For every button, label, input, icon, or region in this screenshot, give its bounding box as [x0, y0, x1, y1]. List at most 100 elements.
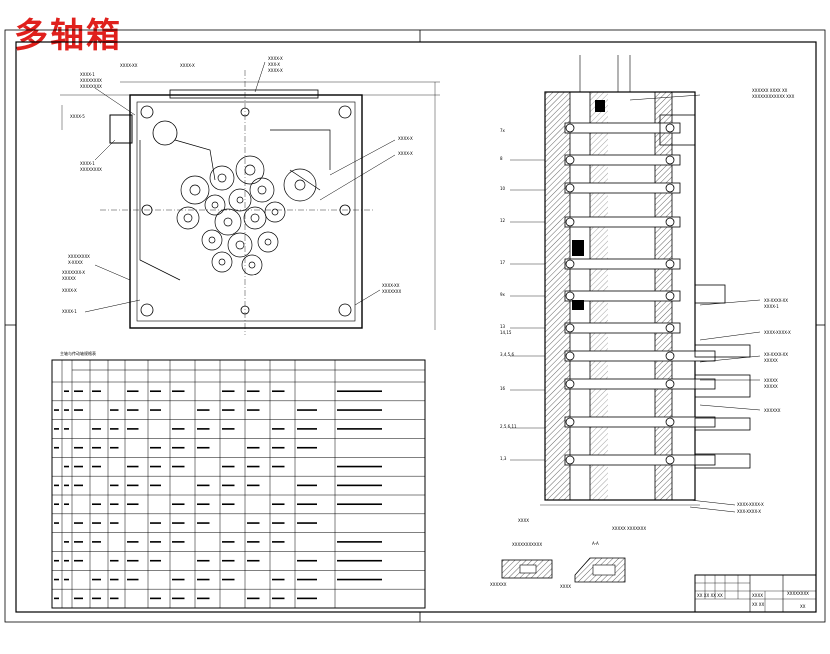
svg-text:XX XX XX XX: XX XX XX XX: [697, 593, 723, 598]
table-cell-text: [297, 597, 317, 600]
table-cell-text: [337, 559, 382, 562]
table-cell-text: [64, 559, 69, 562]
section-view: 7x 8 10 12 17 9x 13 14,15 3,4,5,6 16 2,5…: [500, 55, 795, 531]
table-cell-text: [54, 409, 59, 411]
table-cell-text: [172, 390, 185, 393]
shaft-end: [565, 455, 575, 465]
table-cell-text: [172, 597, 185, 600]
table-cell-text: [337, 541, 382, 543]
svg-text:XXXXXX: XXXXXX: [764, 408, 781, 413]
shaft-end: [565, 351, 575, 361]
svg-text:XXXXXX: XXXXXX: [490, 582, 507, 587]
table-cell-text: [150, 522, 161, 524]
svg-text:XXXXXX XXXX XX: XXXXXX XXXX XX: [752, 88, 788, 93]
table-cell-text: [337, 578, 382, 581]
title-block: XXXXXXXX XX XX XX XX XX XXXX XX XX: [694, 574, 817, 613]
table-cell-text: [110, 428, 119, 430]
svg-text:XXXX-X: XXXX-X: [398, 151, 413, 156]
svg-text:XXXXX: XXXXX: [764, 378, 778, 383]
table-cell-text: [92, 390, 101, 393]
svg-text:XX-XXXX-XX: XX-XXXX-XX: [764, 352, 788, 357]
table-cell-text: [150, 446, 161, 449]
table-cell-text: [150, 484, 161, 487]
front-view: XXXX-1 XXXXXXXX XXXXXXXX XXXX-5 XXXX-1 X…: [60, 56, 440, 335]
table-cell-text: [127, 503, 139, 506]
table-cell-text: [172, 465, 185, 468]
table-cell-text: [54, 597, 59, 600]
table-cell-text: [64, 428, 69, 430]
table-cell-text: [92, 446, 101, 449]
outer-border: [4, 29, 826, 623]
svg-text:X-XXXX: X-XXXX: [68, 260, 83, 265]
table-cell-text: [64, 409, 69, 411]
table-cell-text: [297, 484, 317, 487]
table-caption: 主轴与传动轴规格表: [60, 350, 96, 356]
shaft-end: [565, 123, 575, 133]
shaft: [564, 258, 681, 270]
table-cell-text: [247, 484, 260, 487]
svg-text:XXXXXXXX: XXXXXXXX: [68, 254, 90, 259]
table-cell-text: [337, 484, 382, 487]
drawing-title: 多轴箱: [14, 16, 122, 56]
svg-text:XXXXXXXX: XXXXXXXX: [787, 591, 809, 596]
table-cell-text: [272, 465, 285, 468]
detail-views: XXXXXXXXXXX A-A XXXXXX XXXX: [490, 541, 626, 589]
table-cell-text: [150, 390, 161, 393]
table-cell-text: [197, 409, 210, 411]
table-cell-text: [197, 522, 210, 524]
table-cell-text: [272, 597, 285, 600]
svg-text:XXXX-XXXX-X: XXXX-XXXX-X: [764, 330, 791, 335]
shaft-end: [665, 291, 675, 301]
shaft: [564, 454, 716, 466]
shaft-end: [665, 217, 675, 227]
table-cell-text: [247, 597, 260, 600]
table-cell-text: [64, 484, 69, 487]
svg-text:17: 17: [500, 260, 506, 265]
table-cell-text: [172, 522, 185, 524]
table-cell-text: [127, 578, 139, 581]
svg-text:XXXXXXX: XXXXXXX: [382, 289, 401, 294]
svg-text:XXXX-1: XXXX-1: [764, 304, 779, 309]
svg-text:3,4,5,6: 3,4,5,6: [500, 352, 514, 357]
svg-text:XXXX: XXXX: [752, 593, 763, 598]
svg-text:XXXX: XXXX: [518, 518, 529, 523]
table-cell-text: [127, 428, 139, 430]
table-cell-text: [150, 409, 161, 411]
svg-text:XXXXXXXXXXXX XXX: XXXXXXXXXXXX XXX: [752, 94, 795, 99]
shaft-end: [665, 379, 675, 389]
table-cell-text: [247, 559, 260, 562]
table-cell-text: [92, 578, 101, 581]
table-cell-text: [222, 409, 235, 411]
svg-text:XXXX-X: XXXX-X: [180, 63, 195, 68]
table-cell-text: [54, 522, 59, 524]
table-cell-text: [247, 541, 260, 543]
table-cell-text: [64, 503, 69, 506]
table-cell-text: [64, 390, 69, 393]
table-cell-text: [127, 559, 139, 562]
table-cell-text: [222, 390, 235, 393]
svg-text:XXX-X: XXX-X: [268, 62, 280, 67]
svg-text:XXXX-X: XXXX-X: [268, 56, 283, 61]
svg-text:XXXXX: XXXXX: [764, 358, 778, 363]
table-cell-text: [272, 578, 285, 581]
table-cell-text: [272, 446, 285, 449]
table-cell-text: [54, 559, 59, 562]
shaft-end: [665, 155, 675, 165]
table-cell-text: [74, 597, 83, 600]
shaft-end: [565, 183, 575, 193]
table-cell-text: [110, 559, 119, 562]
table-cell-text: [337, 465, 382, 468]
table-cell-text: [110, 484, 119, 487]
svg-text:XXXX: XXXX: [560, 584, 571, 589]
table-cell-text: [272, 503, 285, 506]
table-cell-text: [110, 446, 119, 449]
table-cell-text: [64, 578, 69, 581]
svg-text:XXXX-XXXX-X: XXXX-XXXX-X: [737, 502, 764, 507]
table-cell-text: [110, 503, 119, 506]
shaft-end: [665, 259, 675, 269]
table-cell-text: [297, 446, 317, 449]
svg-text:XXXX-X: XXXX-X: [268, 68, 283, 73]
table-cell-text: [127, 541, 139, 543]
table-cell-text: [74, 465, 83, 468]
